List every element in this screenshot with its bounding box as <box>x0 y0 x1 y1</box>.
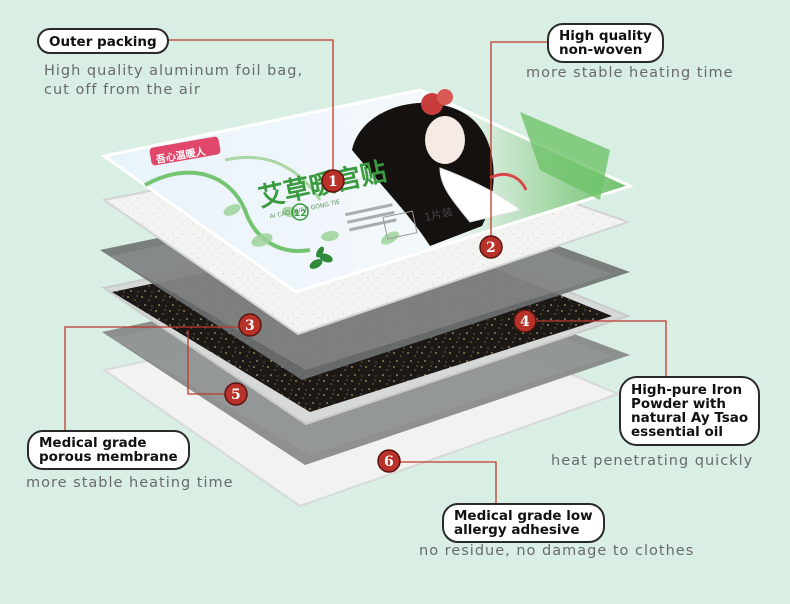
desc-membrane-line-1: more stable heating time <box>26 475 234 491</box>
desc-porous-membrane: more stable heating time <box>26 474 234 493</box>
badge-6: 6 <box>377 449 401 473</box>
desc-adhesive-line-1: no residue, no damage to clothes <box>419 543 695 559</box>
desc-outer-line-1: High quality aluminum foil bag, <box>44 63 304 79</box>
label-outer-packing: Outer packing <box>37 28 169 54</box>
label-adhesive: Medical grade low allergy adhesive <box>442 503 605 543</box>
badge-3: 3 <box>238 313 262 337</box>
svg-text:3: 3 <box>245 318 255 334</box>
label-non-woven-line-2: non-woven <box>559 42 643 58</box>
desc-outer-packing: High quality aluminum foil bag, cut off … <box>44 62 303 100</box>
badge-2: 2 <box>479 235 503 259</box>
desc-iron-line-1: heat penetrating quickly <box>551 453 754 469</box>
package-pieces: 1片装 <box>423 205 454 224</box>
label-iron-line-3: natural Ay Tsao <box>631 410 749 426</box>
leader-line-3 <box>64 326 240 437</box>
desc-iron-powder: heat penetrating quickly <box>551 452 753 471</box>
svg-text:6: 6 <box>384 454 394 470</box>
label-adhesive-line-2: allergy adhesive <box>454 522 580 538</box>
label-iron-line-1: High-pure Iron <box>631 382 743 398</box>
badge-4: 4 <box>513 309 537 333</box>
svg-text:4: 4 <box>520 314 530 330</box>
leader-lines <box>64 39 667 504</box>
label-membrane-line-2: porous membrane <box>39 449 178 465</box>
svg-text:5: 5 <box>231 387 241 403</box>
label-iron-powder: High-pure Iron Powder with natural Ay Ts… <box>619 376 761 446</box>
label-non-woven: High quality non-woven <box>547 23 664 63</box>
desc-outer-line-2: cut off from the air <box>44 82 201 98</box>
leader-line-6 <box>400 461 497 504</box>
badge-1: 1 <box>321 169 345 193</box>
leader-line-2 <box>490 41 547 237</box>
svg-text:2: 2 <box>486 240 496 256</box>
badge-5: 5 <box>224 382 248 406</box>
label-adhesive-line-1: Medical grade low <box>454 508 593 524</box>
label-membrane-line-1: Medical grade <box>39 435 147 451</box>
desc-non-woven: more stable heating time <box>526 64 734 83</box>
desc-adhesive: no residue, no damage to clothes <box>419 542 694 561</box>
label-porous-membrane: Medical grade porous membrane <box>27 430 190 470</box>
label-iron-line-2: Powder with <box>631 396 726 412</box>
label-iron-line-4: essential oil <box>631 424 724 440</box>
desc-non-woven-line-1: more stable heating time <box>526 65 734 81</box>
leader-line-4 <box>536 320 667 378</box>
leader-line-5 <box>187 330 228 395</box>
svg-text:1: 1 <box>328 174 338 190</box>
leader-line-1 <box>165 39 334 172</box>
label-non-woven-line-1: High quality <box>559 28 652 44</box>
package-count: 12 <box>294 209 307 219</box>
